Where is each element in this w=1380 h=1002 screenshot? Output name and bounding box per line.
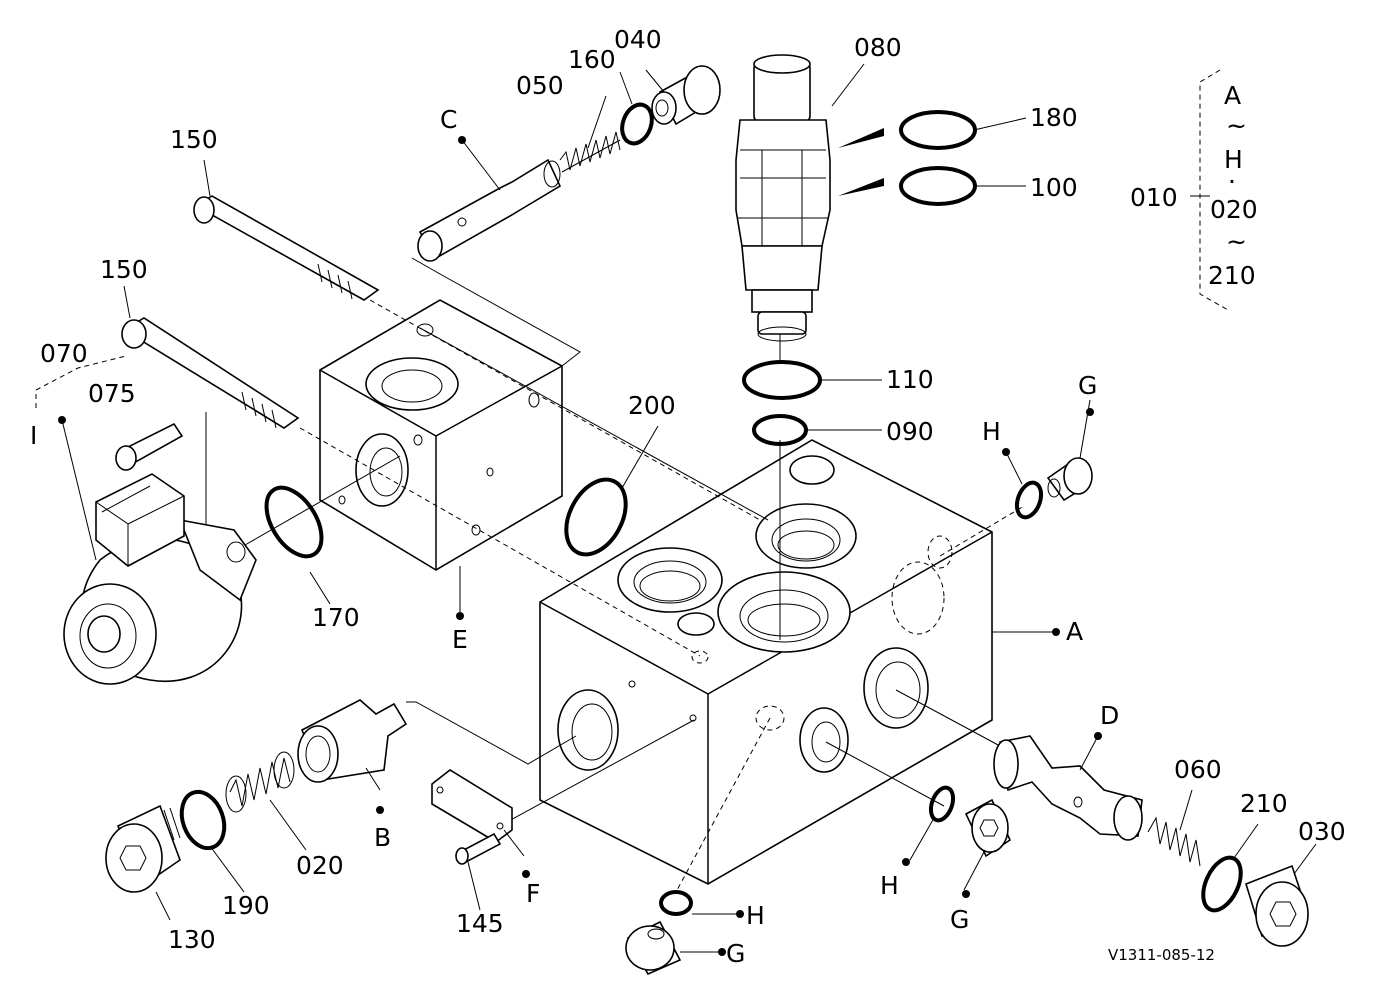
- callout-050: 050: [516, 71, 564, 100]
- letter-h-bottom: H: [746, 901, 765, 930]
- callout-180: 180: [1030, 103, 1078, 132]
- oring-090: [752, 414, 808, 446]
- callout-010: 010: [1130, 183, 1178, 212]
- bracket-tilde-2: ~: [1226, 227, 1247, 256]
- callout-020: 020: [296, 851, 344, 880]
- letter-f: F: [526, 879, 540, 908]
- callout-040: 040: [614, 25, 662, 54]
- kit-bracket-legend: A ~ H · 020 ~ 210: [1208, 81, 1258, 290]
- bracket-top: A: [1224, 81, 1241, 110]
- bracket-item: 020: [1210, 195, 1258, 224]
- drawing-code: V1311-085-12: [1108, 946, 1215, 964]
- plug-g-bottom: [625, 920, 682, 976]
- plug-g-upper: [1046, 457, 1093, 502]
- oring-200: [564, 477, 628, 557]
- oring-210: [1201, 855, 1243, 913]
- oring-h-upper: [1014, 480, 1044, 520]
- callout-070: 070: [40, 339, 88, 368]
- leader-lines: [35, 63, 1317, 953]
- plug-030: [1245, 864, 1309, 947]
- letter-c: C: [440, 105, 457, 134]
- callout-170: 170: [312, 603, 360, 632]
- callout-190: 190: [222, 891, 270, 920]
- spring-060: [1147, 816, 1201, 867]
- oring-100: [899, 166, 977, 206]
- letter-g-upper: G: [1078, 371, 1097, 400]
- spring-020: [225, 751, 295, 813]
- letter-h-upper: H: [982, 417, 1001, 446]
- bracket-tilde-1: ~: [1226, 111, 1247, 140]
- nameplate-f: [431, 769, 513, 843]
- solenoid-coil: [63, 473, 257, 685]
- callout-100: 100: [1030, 173, 1078, 202]
- callout-150-upper: 150: [170, 125, 218, 154]
- oring-110: [742, 360, 822, 400]
- letter-i: I: [30, 421, 37, 450]
- bracket-bottom: 210: [1208, 261, 1256, 290]
- callout-075: 075: [88, 379, 136, 408]
- valve-body-e: [319, 299, 563, 571]
- callout-150-lower: 150: [100, 255, 148, 284]
- letter-a: A: [1066, 617, 1083, 646]
- letter-g-right: G: [950, 905, 969, 934]
- plug-g-right: [964, 798, 1012, 858]
- oring-170: [264, 485, 324, 559]
- callout-110: 110: [886, 365, 934, 394]
- bracket-mid: H: [1224, 145, 1243, 174]
- bolt-150-upper: [193, 195, 380, 301]
- callout-090: 090: [886, 417, 934, 446]
- spool-c: [417, 158, 562, 262]
- plug-130: [105, 804, 181, 893]
- spring-050: [559, 131, 621, 173]
- letter-h-right: H: [880, 871, 899, 900]
- valve-body-main: [539, 439, 993, 885]
- callout-130: 130: [168, 925, 216, 954]
- callout-160: 160: [568, 45, 616, 74]
- callout-080: 080: [854, 33, 902, 62]
- callout-200: 200: [628, 391, 676, 420]
- screw-075: [115, 422, 184, 471]
- letter-e: E: [452, 625, 468, 654]
- bracket-dot: ·: [1228, 167, 1236, 196]
- letter-b: B: [374, 823, 391, 852]
- oring-160: [620, 102, 654, 146]
- spool-d: [993, 735, 1143, 841]
- leader-dots: [58, 136, 1102, 956]
- letter-d: D: [1100, 701, 1119, 730]
- oring-190: [179, 789, 227, 851]
- letter-g-bottom: G: [726, 939, 745, 968]
- plug-040: [651, 65, 721, 126]
- callout-060: 060: [1174, 755, 1222, 784]
- oring-180: [899, 110, 977, 150]
- callout-210: 210: [1240, 789, 1288, 818]
- oring-h-right: [928, 785, 956, 823]
- callout-145: 145: [456, 909, 504, 938]
- bolt-150-lower: [121, 317, 300, 429]
- relief-valve-080: [735, 54, 884, 342]
- callout-labels: 080 180 100 110 090 040 160 050 C 150 15…: [30, 25, 1346, 968]
- pin-145: [455, 832, 502, 865]
- callout-030: 030: [1298, 817, 1346, 846]
- oring-h-bottom: [659, 890, 693, 916]
- assembly-lines: [205, 257, 1025, 893]
- spool-b: [297, 699, 408, 783]
